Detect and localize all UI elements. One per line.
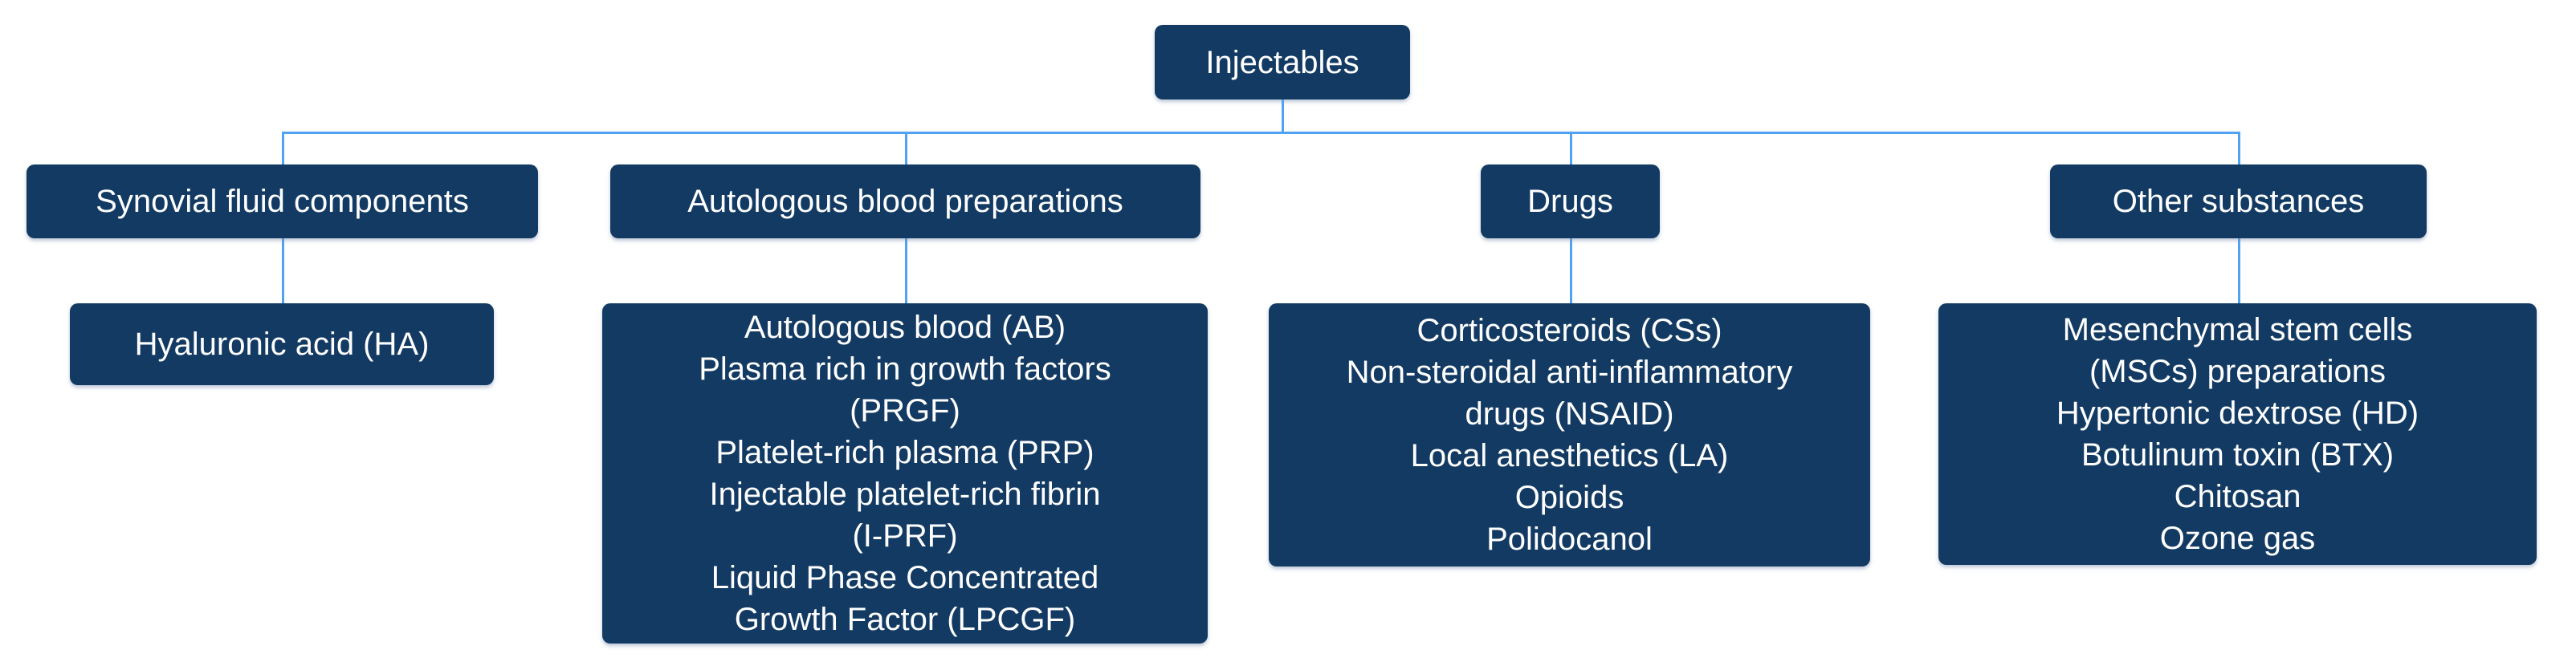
child-item: Platelet-rich plasma (PRP) xyxy=(715,432,1094,473)
child-item-line: Local anesthetics (LA) xyxy=(1410,438,1729,473)
child-item: Ozone gas xyxy=(2160,518,2315,559)
leaf-node-autologous-blood-items: Autologous blood (AB)Plasma rich in grow… xyxy=(602,303,1208,644)
child-item-line: Polidocanol xyxy=(1486,522,1653,557)
leaf-node-synovial-fluid-items: Hyaluronic acid (HA) xyxy=(70,303,494,385)
branch-node-drugs: Drugs xyxy=(1481,164,1660,238)
child-item-line: Plasma rich in growth factors xyxy=(699,351,1111,387)
child-item-line: Opioids xyxy=(1514,480,1624,515)
child-item-line: Liquid Phase Concentrated xyxy=(711,560,1099,595)
child-item-line: Corticosteroids (CSs) xyxy=(1416,313,1722,348)
connector-line xyxy=(2238,132,2240,164)
child-item-line: Injectable platelet-rich fibrin xyxy=(709,477,1101,512)
root-node-injectables: Injectables xyxy=(1155,25,1410,99)
connector-line xyxy=(905,132,907,164)
child-item: Botulinum toxin (BTX) xyxy=(2081,434,2394,476)
branch-node-label: Drugs xyxy=(1527,184,1613,219)
child-item-line: Botulinum toxin (BTX) xyxy=(2081,437,2395,473)
child-item: Polidocanol xyxy=(1486,518,1653,560)
child-item: Non-steroidal anti-inflammatory drugs (NS… xyxy=(1347,351,1793,435)
branch-node-synovial-fluid-components: Synovial fluid components xyxy=(26,164,538,238)
connector-line xyxy=(1570,238,1572,303)
child-item-line: Growth Factor (LPCGF) xyxy=(734,602,1076,637)
child-item-line: Autologous blood (AB) xyxy=(744,310,1066,345)
child-item: Chitosan xyxy=(2175,476,2301,518)
child-item-line: drugs (NSAID) xyxy=(1465,396,1674,432)
child-item: Local anesthetics (LA) xyxy=(1411,435,1729,477)
child-item: Corticosteroids (CSs) xyxy=(1416,310,1722,351)
child-item-line: Platelet-rich plasma (PRP) xyxy=(715,435,1094,470)
child-item: Hypertonic dextrose (HD) xyxy=(2056,392,2419,434)
branch-node-label: Other substances xyxy=(2112,184,2365,219)
leaf-node-drugs-items: Corticosteroids (CSs)Non-steroidal anti-… xyxy=(1269,303,1870,566)
connector-line xyxy=(282,132,284,164)
child-item-line: Hypertonic dextrose (HD) xyxy=(2056,396,2419,431)
child-item: Autologous blood (AB) xyxy=(744,307,1066,348)
leaf-node-other-substances-items: Mesenchymal stem cells (MSCs) preparation… xyxy=(1938,303,2537,565)
connector-line xyxy=(2238,238,2240,303)
child-item: Mesenchymal stem cells (MSCs) preparation… xyxy=(2063,309,2413,392)
connector-line xyxy=(905,238,907,303)
child-item: Opioids xyxy=(1515,477,1624,518)
child-item-line: Chitosan xyxy=(2174,479,2301,514)
root-node-label: Injectables xyxy=(1205,44,1359,80)
child-item-line: Mesenchymal stem cells xyxy=(2062,312,2413,347)
connector-line xyxy=(282,132,2240,134)
child-item: Injectable platelet-rich fibrin (I-PRF) xyxy=(710,473,1101,557)
branch-node-label: Synovial fluid components xyxy=(96,184,469,219)
connector-line xyxy=(282,238,284,303)
child-item-line: Ozone gas xyxy=(2159,521,2316,556)
child-item: Hyaluronic acid (HA) xyxy=(135,323,430,365)
branch-node-other-substances: Other substances xyxy=(2050,164,2427,238)
connector-line xyxy=(1282,99,1284,133)
child-item-line: (PRGF) xyxy=(850,393,960,428)
child-item: Plasma rich in growth factors (PRGF) xyxy=(699,348,1111,432)
child-item-line: (I-PRF) xyxy=(852,518,958,554)
child-item-line: Hyaluronic acid (HA) xyxy=(134,327,430,362)
connector-line xyxy=(1570,132,1572,164)
child-item-line: Non-steroidal anti-inflammatory xyxy=(1346,355,1793,390)
child-item-line: (MSCs) preparations xyxy=(2089,354,2386,389)
branch-node-label: Autologous blood preparations xyxy=(687,184,1123,219)
branch-node-autologous-blood-preparations: Autologous blood preparations xyxy=(610,164,1200,238)
